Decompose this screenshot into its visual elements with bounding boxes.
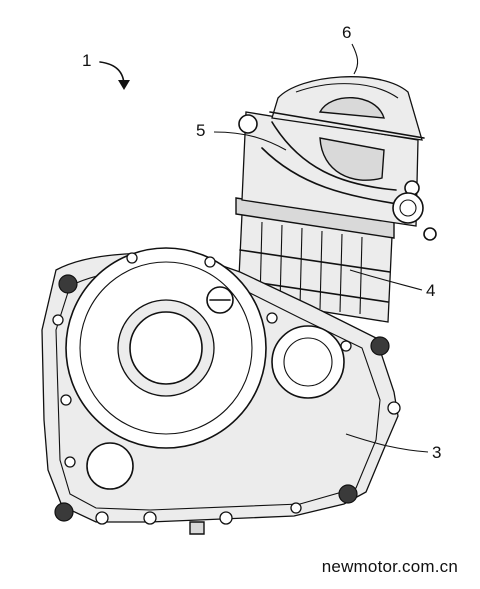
reference-labels: 1 3 4 5 6: [82, 23, 441, 462]
mounting-holes: [52, 252, 401, 525]
leader-lines: [213, 43, 429, 453]
label-4: 4: [426, 281, 435, 300]
crankcase-cover: [41, 247, 399, 535]
label-6: 6: [342, 23, 351, 42]
watermark-text: newmotor.com.cn: [321, 557, 458, 576]
label-1: 1: [82, 51, 91, 70]
fixing-bolts: [54, 274, 390, 522]
reference-arrow-1: [99, 61, 130, 90]
cylinder-head: [238, 111, 437, 241]
label-5: 5: [196, 121, 205, 140]
label-3: 3: [432, 443, 441, 462]
cylinder-head-cover: [269, 76, 425, 141]
